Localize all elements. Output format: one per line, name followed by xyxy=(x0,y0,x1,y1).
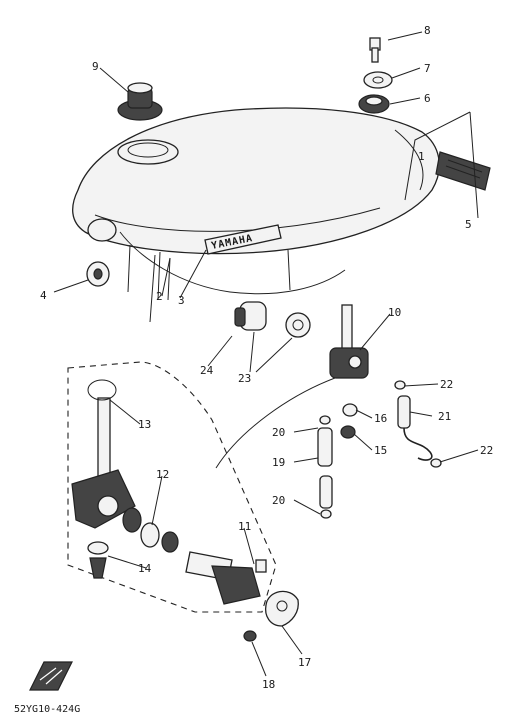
part-label-17: 17 xyxy=(298,656,311,669)
part-label-16: 16 xyxy=(374,412,387,425)
fuel-hose-19 xyxy=(317,415,333,519)
part-label-23: 23 xyxy=(238,372,251,385)
part-label-22b: 22 xyxy=(480,444,493,457)
figure-code: 52YG10-424G xyxy=(14,704,80,715)
part-label-1: 1 xyxy=(418,150,425,163)
part-label-12: 12 xyxy=(156,468,169,481)
fuel-tank xyxy=(72,107,440,323)
part-label-6: 6 xyxy=(424,92,431,105)
part-label-8: 8 xyxy=(424,24,431,37)
part-label-2: 2 xyxy=(156,290,163,303)
part-label-21: 21 xyxy=(438,410,451,423)
part-label-20b: 20 xyxy=(272,494,285,507)
part-label-20a: 20 xyxy=(272,426,285,439)
part-label-22a: 22 xyxy=(440,378,453,391)
part-label-11: 11 xyxy=(238,520,251,533)
fuel-hose-21 xyxy=(397,395,433,461)
fuel-cock-body-exploded xyxy=(71,379,267,605)
filter xyxy=(87,541,109,579)
part-label-3: 3 xyxy=(178,294,185,307)
clip-22 xyxy=(394,380,442,468)
grommet xyxy=(86,261,110,287)
part-label-10: 10 xyxy=(388,306,401,319)
rear-damper xyxy=(435,151,491,191)
part-labels: 1 2 3 4 5 6 7 8 9 10 11 12 13 14 15 16 1… xyxy=(40,24,493,691)
filler-neck-ring xyxy=(117,139,179,165)
part-label-14: 14 xyxy=(138,562,152,575)
washer xyxy=(363,71,393,89)
filler-cap xyxy=(117,82,163,121)
damper xyxy=(358,94,390,114)
part-label-15: 15 xyxy=(374,444,387,457)
tank-damper xyxy=(234,301,311,338)
part-label-5: 5 xyxy=(465,218,472,231)
leader-lines xyxy=(53,31,479,677)
part-label-9: 9 xyxy=(92,60,99,73)
bolt xyxy=(369,37,381,63)
fuel-cock xyxy=(329,304,369,439)
part-label-7: 7 xyxy=(424,62,431,75)
part-label-4: 4 xyxy=(40,289,47,302)
part-label-13: 13 xyxy=(138,418,151,431)
exploded-view-boundary xyxy=(67,361,336,613)
lever-plate xyxy=(264,590,299,627)
screw xyxy=(243,630,257,642)
part-label-24: 24 xyxy=(200,364,214,377)
part-label-18: 18 xyxy=(262,678,275,691)
part-label-19: 19 xyxy=(272,456,285,469)
catalog-mark xyxy=(29,661,73,691)
